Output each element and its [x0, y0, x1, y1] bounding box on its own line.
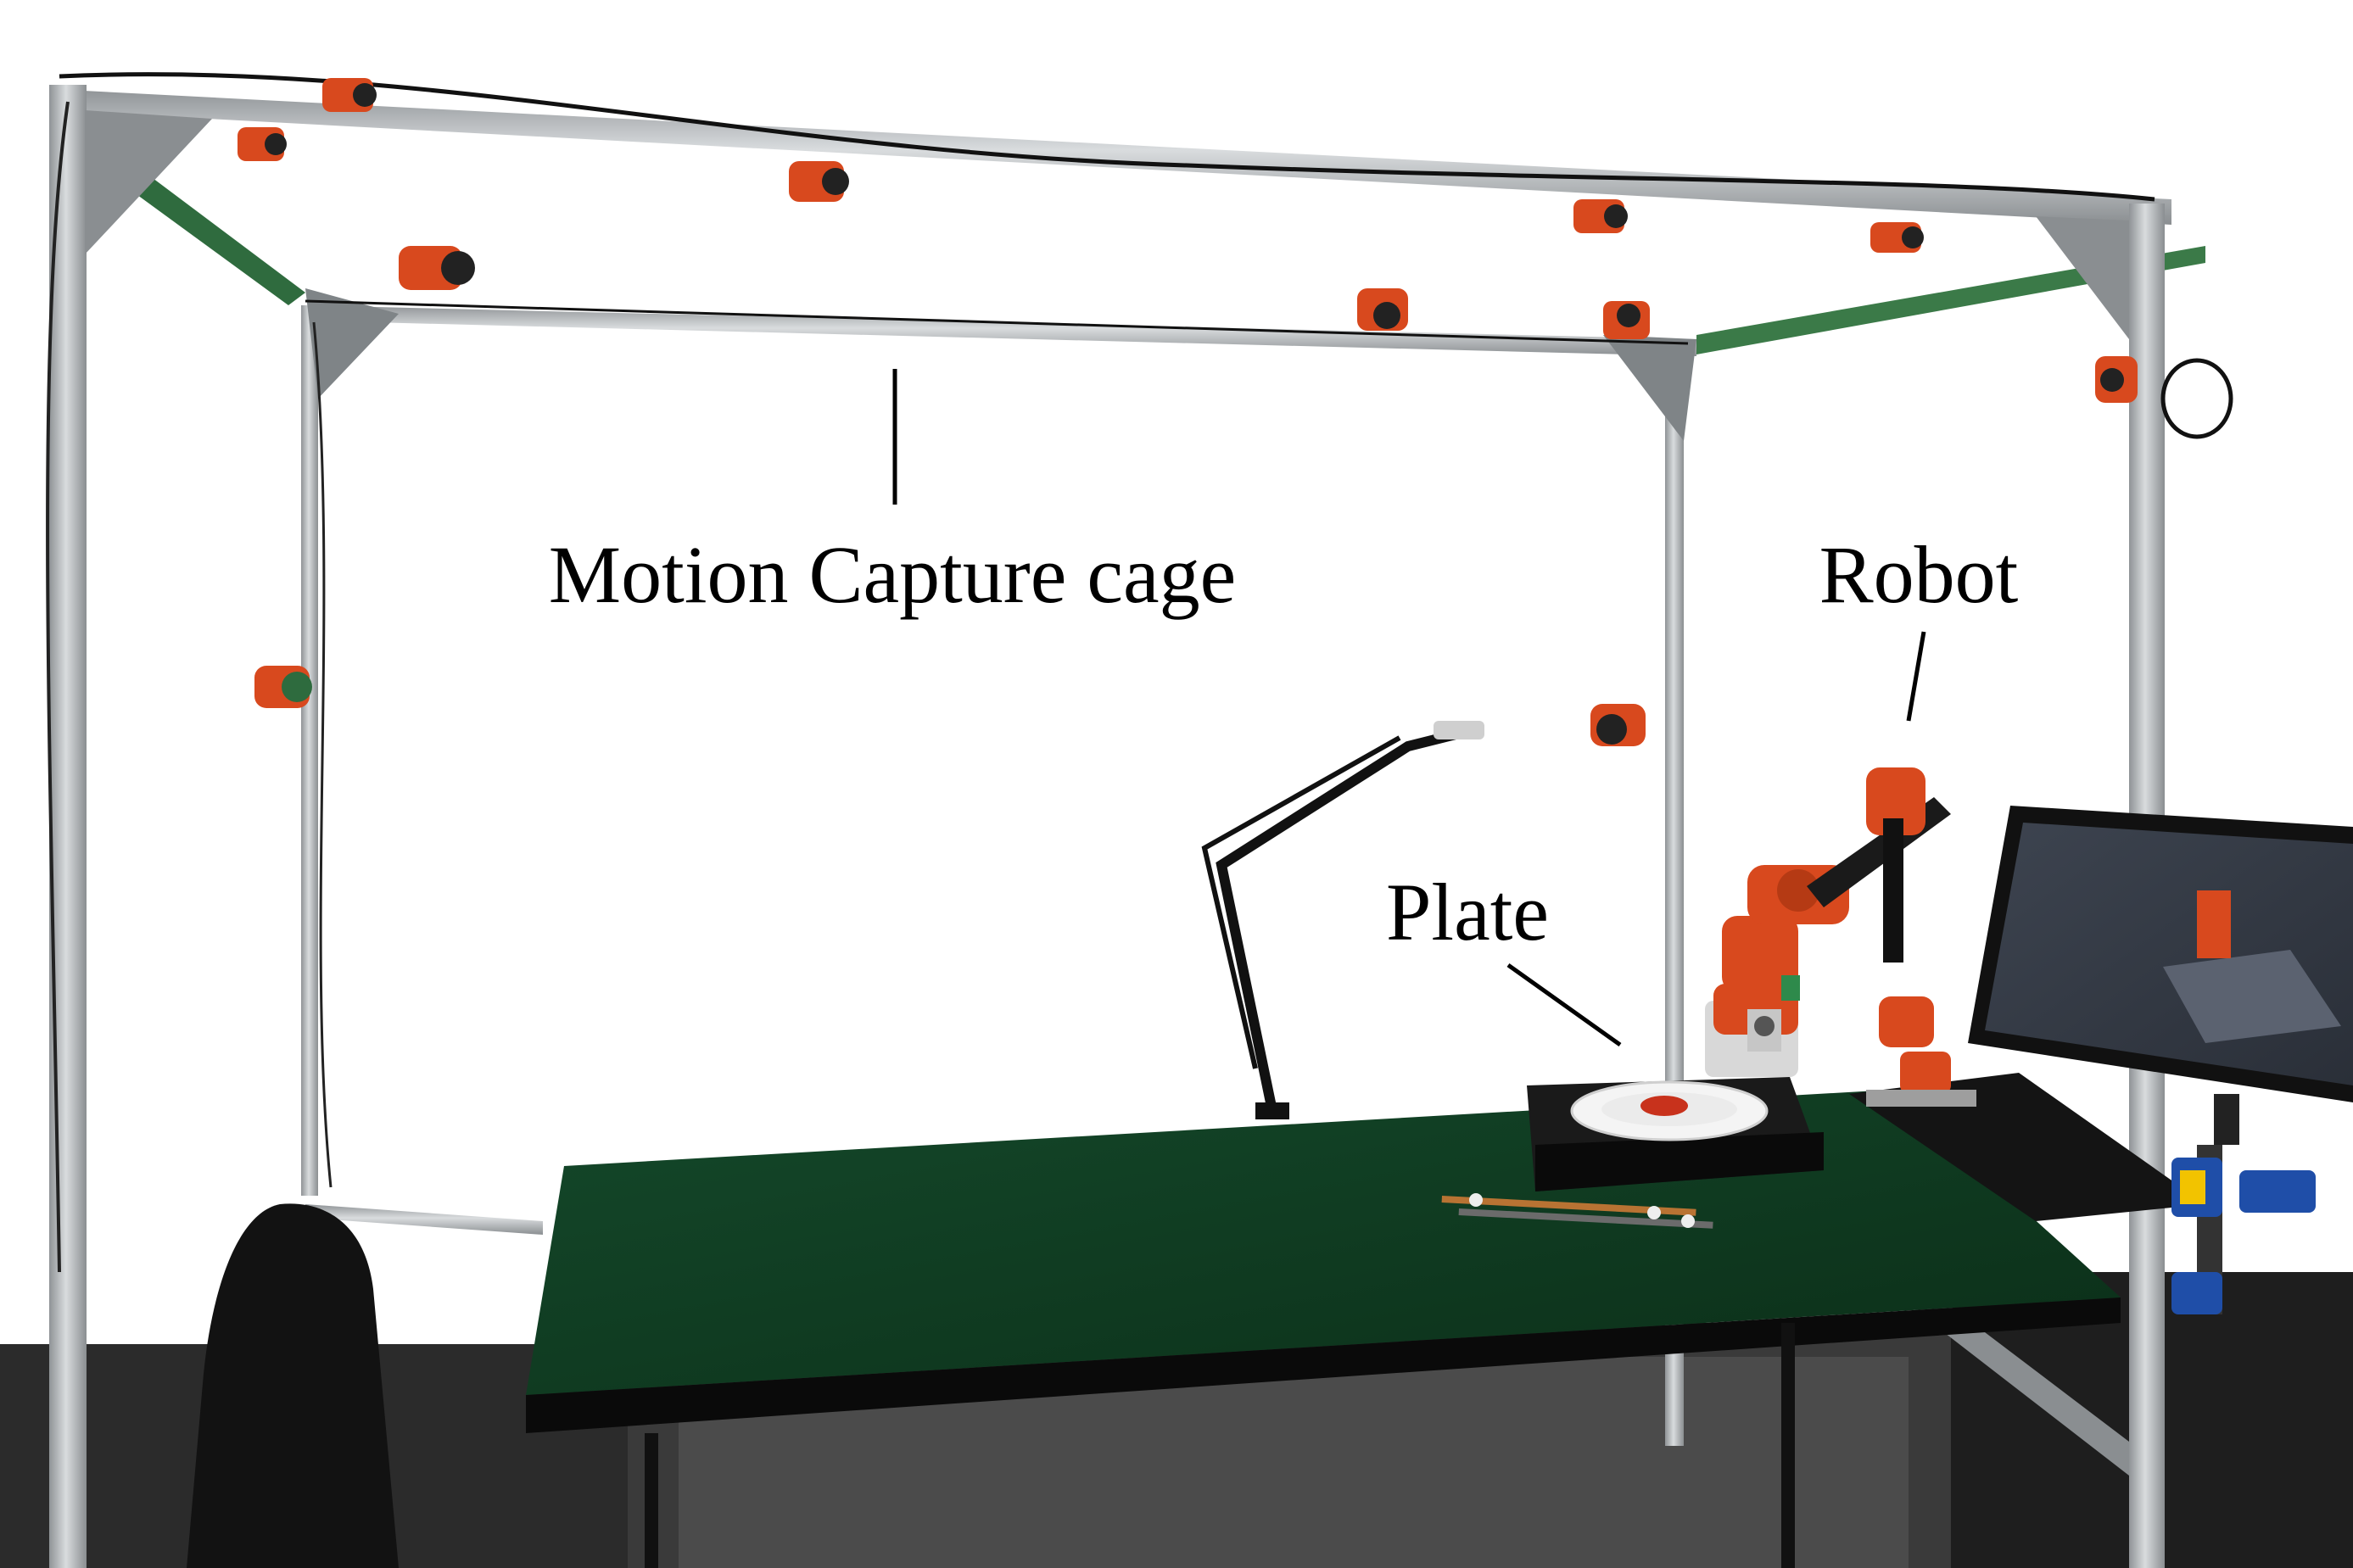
camera-icon — [1357, 288, 1408, 331]
robot-leader-line — [1906, 631, 1926, 722]
camera-icon — [322, 78, 377, 112]
cage-label: Motion Capture cage — [549, 529, 1236, 620]
plate-label: Plate — [1386, 867, 1549, 957]
annotation-lines — [892, 369, 1926, 1047]
blue-clamp — [2171, 1145, 2316, 1314]
mocap-cameras — [238, 78, 2138, 746]
cage-front-frame — [46, 72, 2233, 1568]
robot-arm — [1705, 767, 1976, 1107]
camera-icon — [789, 161, 849, 202]
camera-icon — [1590, 704, 1646, 746]
cage-back-frame — [68, 127, 2205, 1446]
marker-sticks — [1441, 1193, 1713, 1229]
black-bag — [187, 1203, 399, 1568]
robot-label: Robot — [1819, 529, 2019, 620]
plate-leader-line — [1506, 963, 1622, 1047]
camera-icon — [238, 127, 287, 161]
camera-icon — [2095, 356, 2138, 403]
plate — [1570, 1080, 1769, 1141]
computer-monitor — [1968, 806, 2353, 1145]
desk-lamp-arm — [1201, 721, 1484, 1119]
camera-icon — [1573, 199, 1628, 233]
camera-icon — [399, 246, 475, 290]
camera-icon — [1603, 301, 1650, 339]
camera-icon — [1870, 222, 1924, 253]
camera-icon — [254, 666, 312, 708]
